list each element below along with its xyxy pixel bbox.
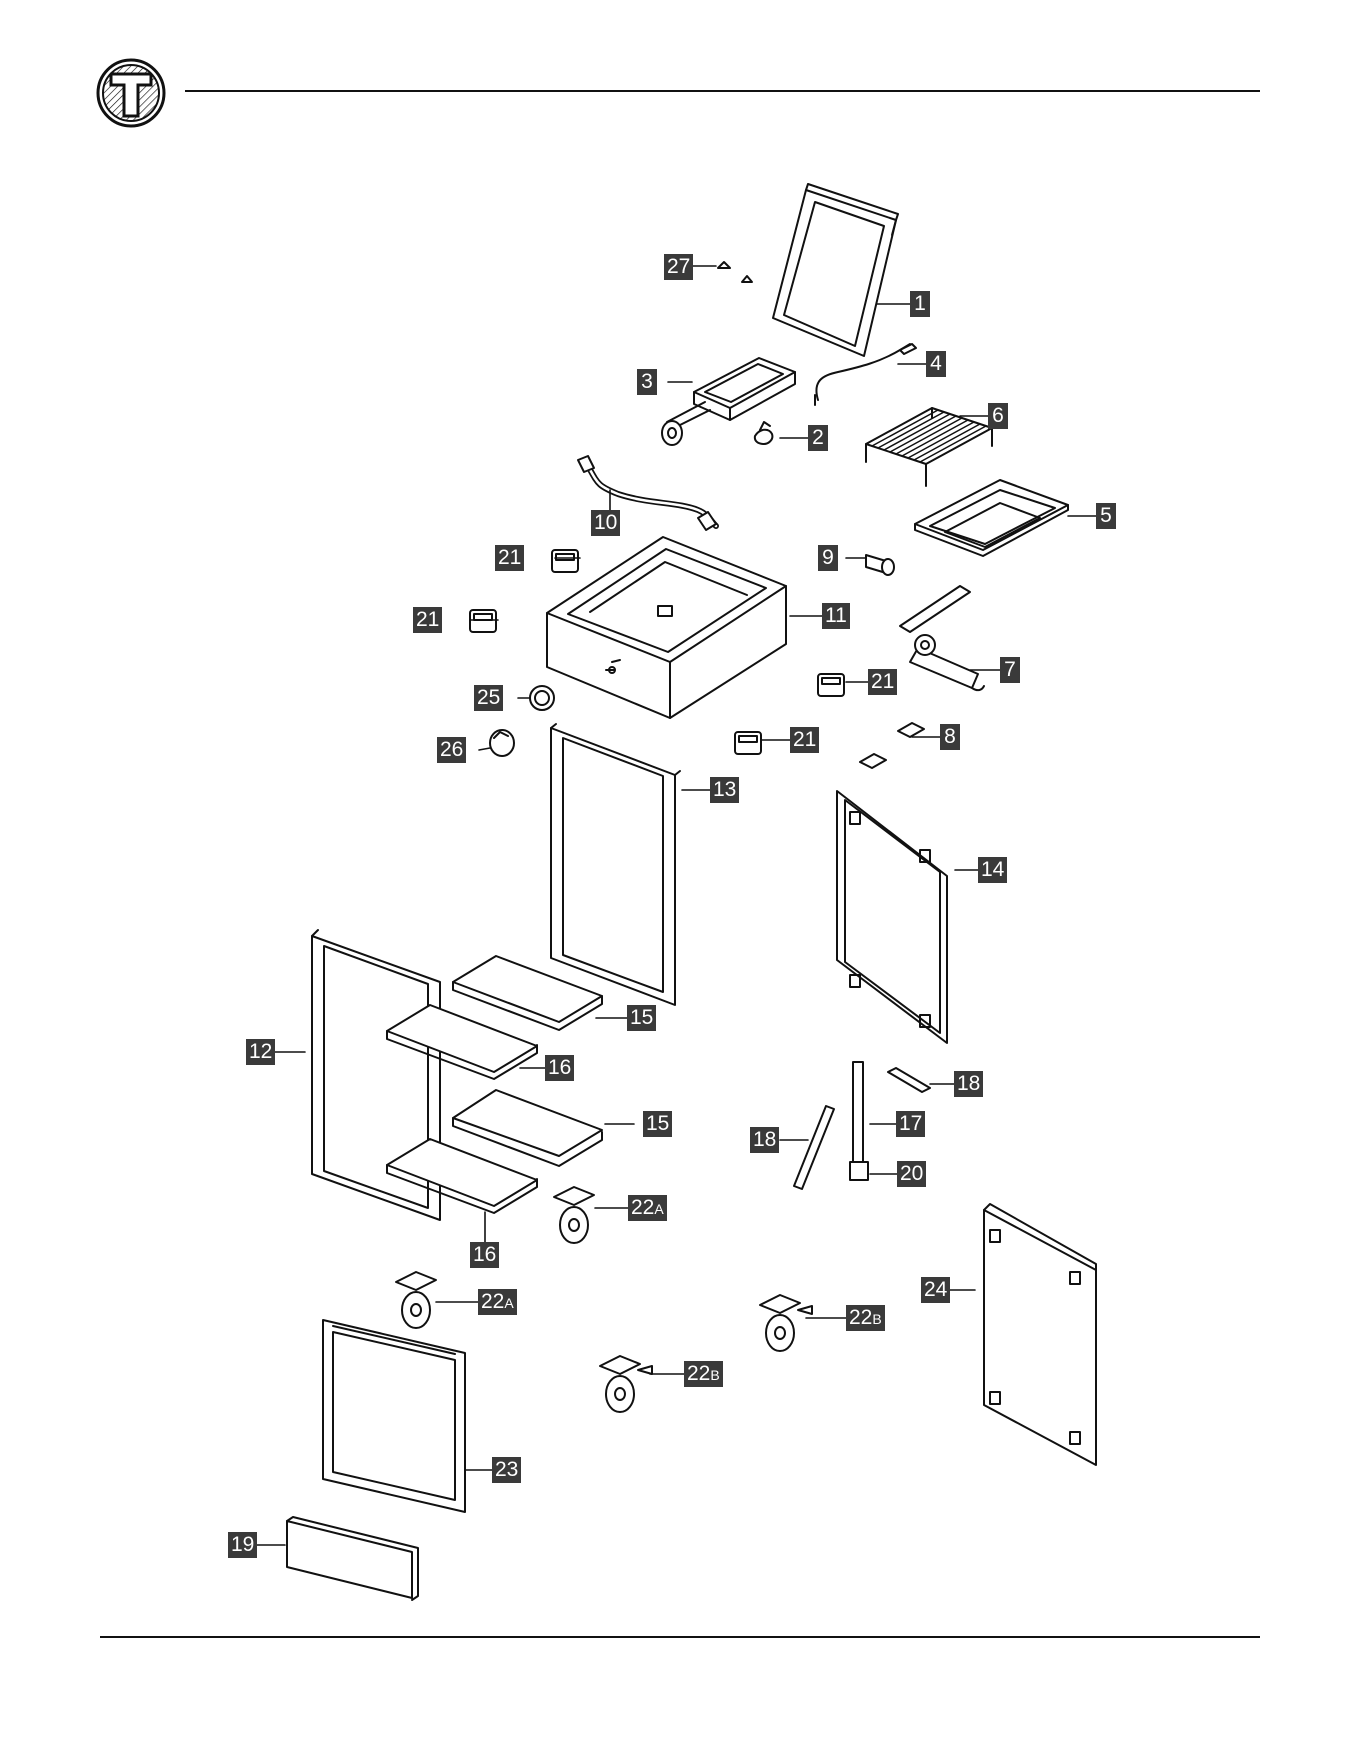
part-23-door [323,1320,465,1512]
callout-15-upper: 15 [627,1005,656,1031]
part-21-bracket-a [552,550,578,572]
callout-16-upper: 16 [545,1055,574,1081]
callout-19: 19 [228,1532,257,1558]
callout-18-right: 18 [954,1071,983,1097]
part-15-shelf-lower [453,1090,602,1166]
callout-12: 12 [246,1039,275,1065]
part-27-rivets [718,262,752,282]
part-22b-caster-left [600,1356,652,1412]
callout-21-right: 21 [868,669,897,695]
callout-22b-right: 22B [846,1305,885,1331]
callout-24: 24 [921,1277,950,1303]
part-25-bezel [530,686,554,710]
callout-15-lower: 15 [643,1111,672,1137]
callout-6: 6 [988,403,1008,429]
part-21-bracket-c [818,674,844,696]
callout-21-middle: 21 [790,727,819,753]
part-22a-caster-right [554,1187,594,1243]
callout-18-left: 18 [750,1127,779,1153]
part-18-rail-a [888,1068,930,1092]
callout-22b-left: 22B [684,1361,723,1387]
callout-13: 13 [710,777,739,803]
part-11-firebox [547,537,786,718]
callout-8: 8 [940,724,960,750]
callout-21-top: 21 [495,545,524,571]
part-7-manifold [900,586,984,690]
callout-26: 26 [437,737,466,763]
part-8-brackets [860,723,924,768]
part-9-valve [866,555,894,575]
part-24-back-panel [984,1204,1096,1465]
part-6-grate [866,408,992,486]
callout-11: 11 [822,603,850,629]
part-22b-caster-right [760,1295,812,1351]
part-3-burner [662,358,795,445]
part-13-rear-frame [551,724,680,1005]
callout-22a-right: 22A [628,1195,667,1221]
part-17-rail [853,1062,863,1174]
part-1-hood [773,184,898,356]
callout-23: 23 [492,1457,521,1483]
callout-27: 27 [664,254,693,280]
callout-9: 9 [818,545,838,571]
part-5-drip-pan [915,480,1068,556]
callout-10: 10 [591,510,620,536]
callout-17: 17 [896,1111,925,1137]
part-20-latch [850,1162,868,1180]
callout-21-left: 21 [413,607,442,633]
part-2-clip [755,422,773,444]
callout-14: 14 [978,857,1007,883]
callout-16-lower: 16 [470,1242,499,1268]
callout-7: 7 [1000,657,1020,683]
callout-3: 3 [637,369,657,395]
part-18-rail-b [794,1106,834,1189]
part-26-knob [490,730,514,756]
callout-22a-left: 22A [478,1289,517,1315]
part-21-bracket-b [470,610,496,632]
callout-2: 2 [808,425,828,451]
part-22a-caster-left [396,1272,436,1328]
callout-25: 25 [474,685,503,711]
part-19-kick-plate [287,1517,418,1600]
part-14-side-panel [837,791,947,1043]
part-21-bracket-d [735,732,761,754]
callout-5: 5 [1096,503,1116,529]
callout-4: 4 [926,351,946,377]
callout-1: 1 [910,291,930,317]
callout-20: 20 [897,1161,926,1187]
